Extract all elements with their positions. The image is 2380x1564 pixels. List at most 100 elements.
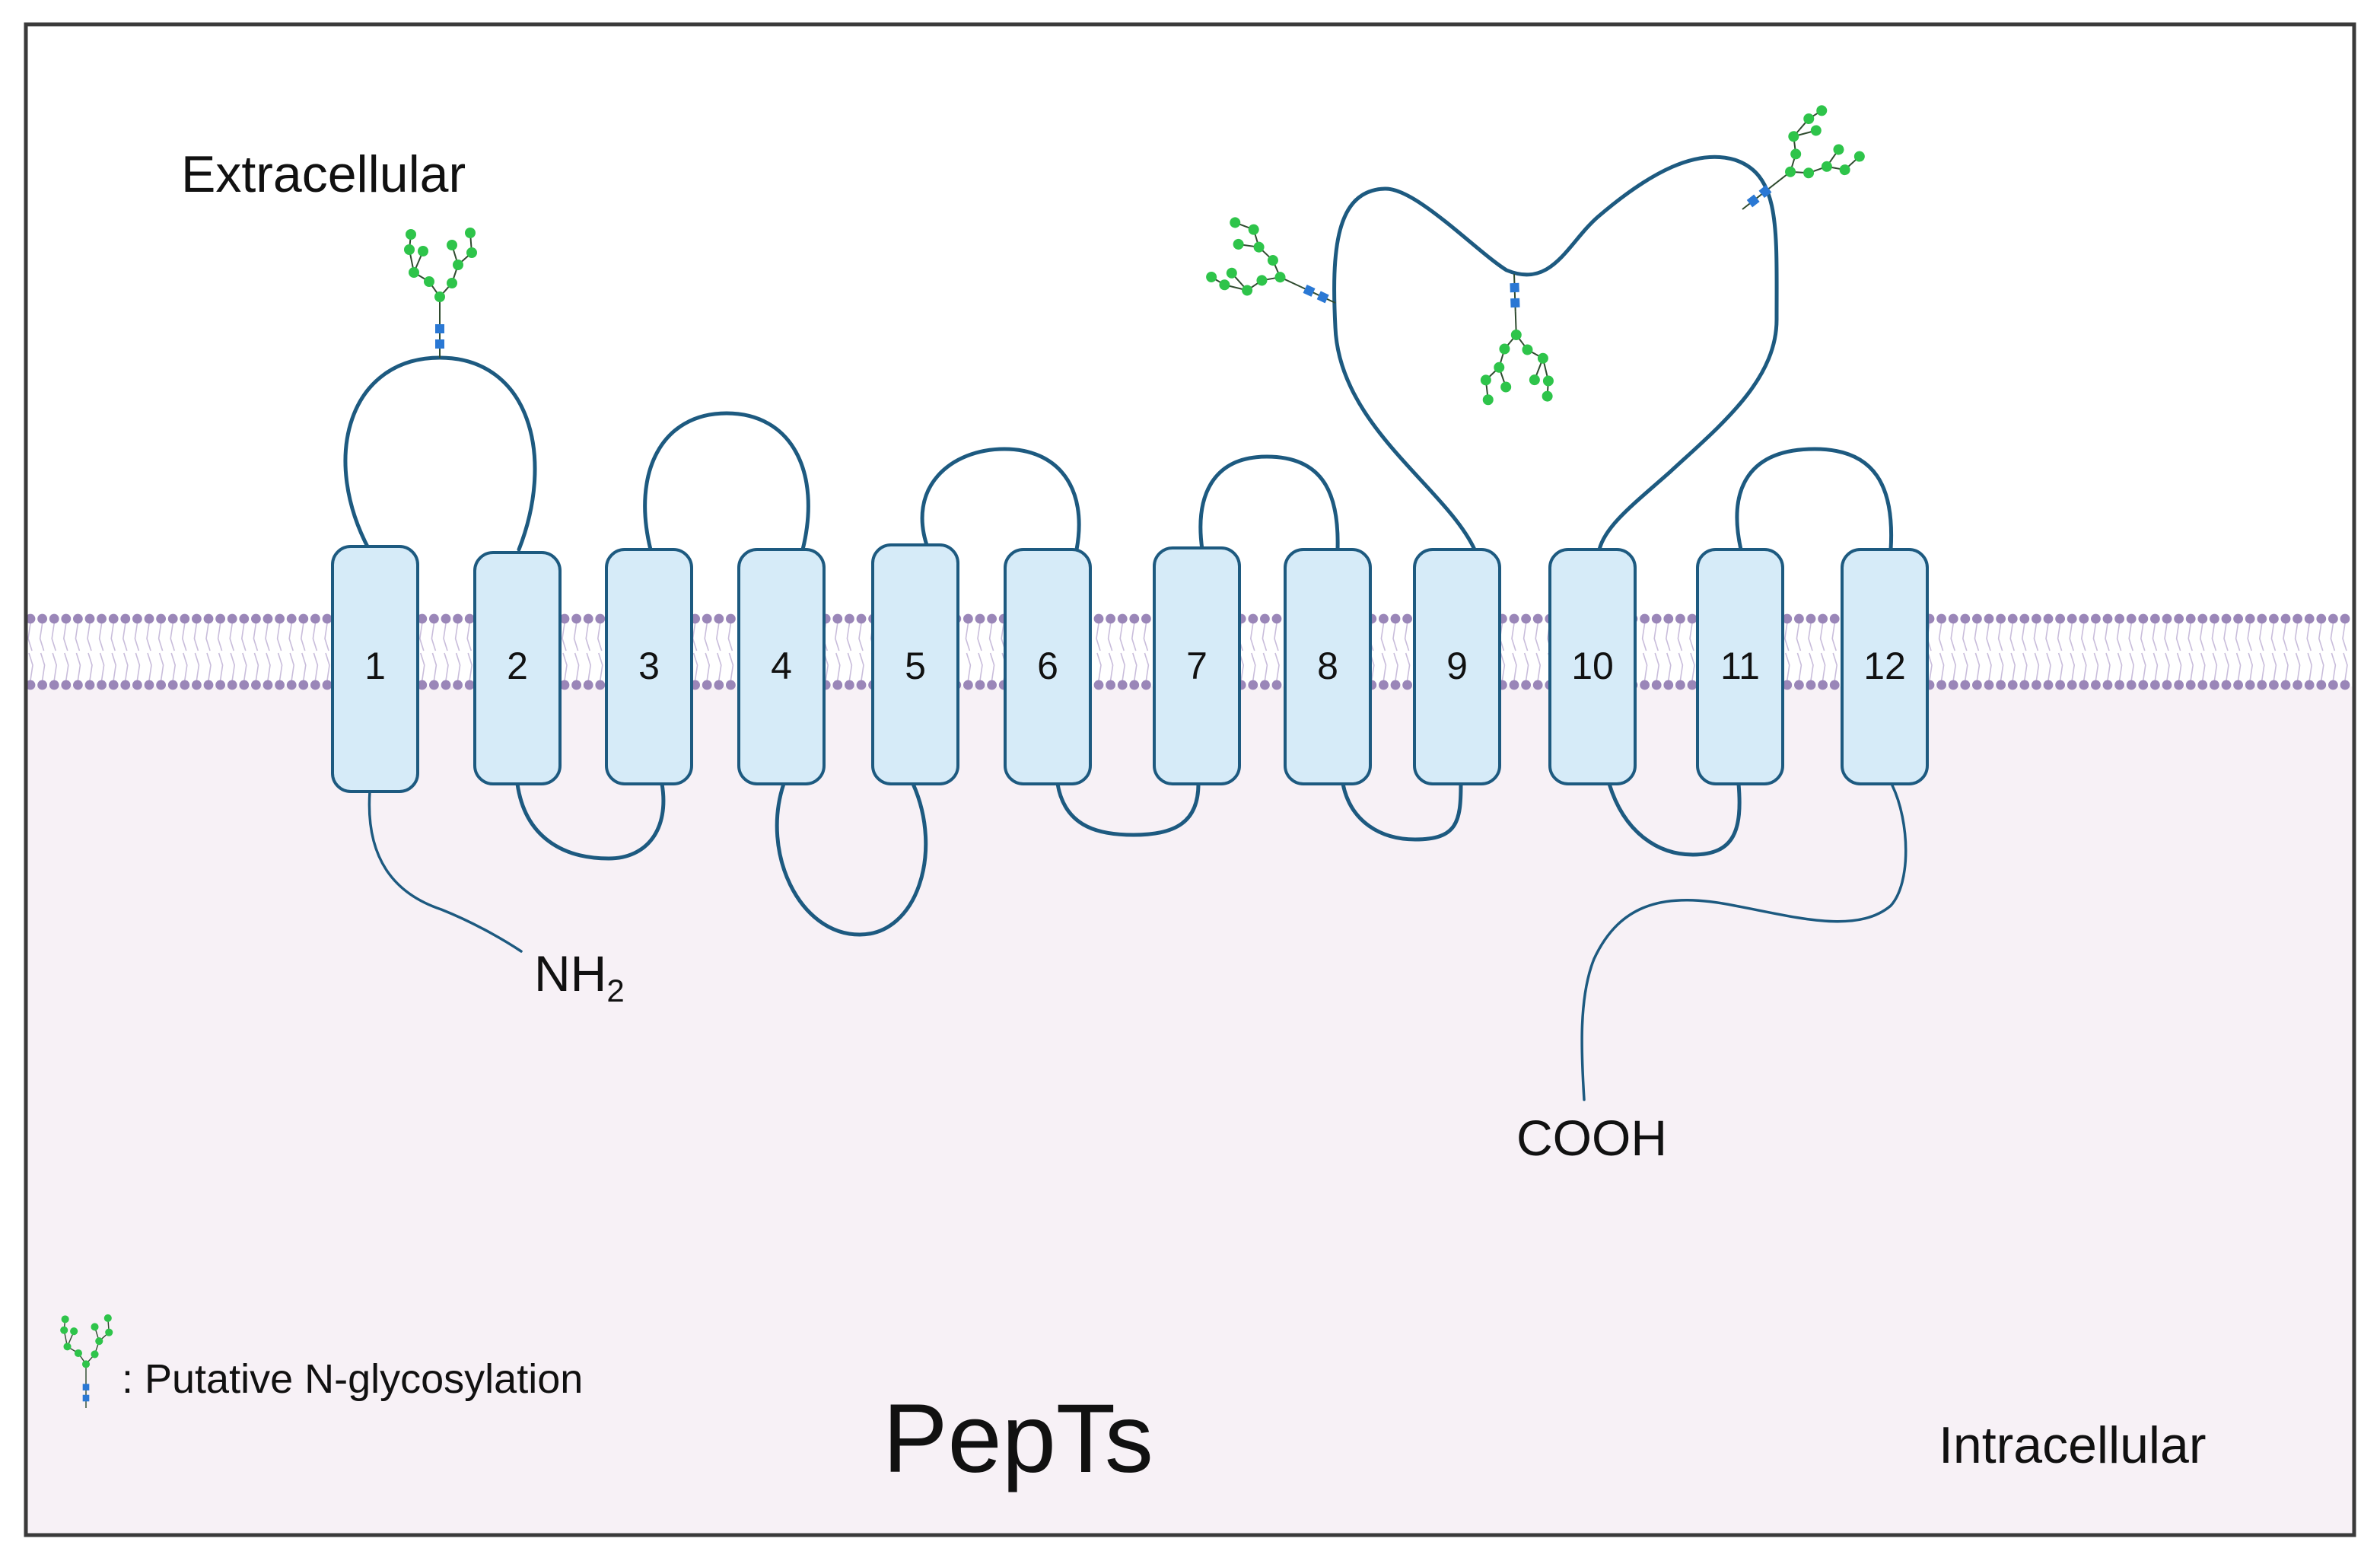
lipid-tail: [2342, 623, 2348, 681]
lipid-head: [2269, 613, 2279, 624]
lipid-tail: [253, 623, 259, 681]
lipid-tail: [2057, 623, 2063, 681]
lipid-head: [239, 613, 250, 624]
c-terminus-label: COOH: [1516, 1110, 1667, 1166]
helix-body: [737, 548, 826, 785]
glcnac-square: [1758, 185, 1772, 199]
mannose-circle: [1790, 148, 1802, 160]
lipid-head: [298, 613, 309, 624]
lipid-tail: [1380, 623, 1387, 681]
lipid-head: [2210, 680, 2219, 690]
lipid-head: [987, 680, 997, 690]
lipid-head: [1379, 680, 1389, 690]
diagram-frame: [24, 22, 2356, 1537]
helix-3: 3: [605, 548, 693, 785]
helix-body: [605, 548, 693, 785]
helix-body: [473, 551, 562, 785]
lipid-head: [702, 613, 712, 624]
lipid-tail: [965, 623, 972, 681]
helix-number: 10: [1571, 645, 1614, 687]
lipid-head: [1117, 613, 1128, 624]
lipid-head: [2221, 613, 2232, 624]
mannose-circle: [70, 1327, 78, 1336]
lipid-tail: [193, 623, 200, 681]
lipid-head: [417, 680, 428, 690]
lipid-tail: [1819, 623, 1826, 681]
lipid-tail: [1962, 623, 1968, 681]
lipid-head: [322, 613, 332, 624]
lipid-head: [227, 680, 237, 690]
lipid-head: [97, 613, 107, 624]
lipid-head: [2067, 613, 2077, 624]
lipid-head: [1379, 613, 1389, 624]
lipid-head: [2245, 613, 2255, 624]
extracellular-loops: [343, 154, 1894, 552]
intracellular-label: Intracellular: [1939, 1416, 2207, 1474]
lipid-head: [2079, 680, 2089, 690]
lipid-tail: [454, 623, 461, 681]
lipid-tail: [240, 623, 247, 681]
helix-body: [1548, 548, 1637, 785]
lipid-tail: [1274, 623, 1280, 681]
lipid-tail: [2021, 623, 2028, 681]
helix-number: 5: [905, 645, 926, 687]
lipid-tail: [229, 623, 236, 681]
lipid-head: [987, 613, 997, 624]
helix-number: 1: [364, 645, 386, 687]
mannose-circle: [1482, 394, 1494, 406]
lipid-tail: [1143, 623, 1150, 681]
lipid-head: [571, 680, 581, 690]
lipid-head: [2257, 680, 2267, 690]
lipid-tail: [146, 623, 152, 681]
lipid-head: [2316, 613, 2327, 624]
glcnac-square: [1303, 284, 1316, 297]
lipid-head: [2162, 680, 2172, 690]
helix-body: [1284, 548, 1372, 785]
lipid-tail: [443, 623, 449, 681]
legend-glycan-icon: [60, 1314, 113, 1408]
lipid-head: [2280, 613, 2291, 624]
lipid-head: [167, 613, 178, 624]
mannose-circle: [91, 1350, 99, 1359]
lipid-tail: [1096, 623, 1102, 681]
mannose-circle: [466, 247, 477, 258]
helix-number: 4: [771, 645, 792, 687]
lipid-head: [2067, 680, 2077, 690]
lipid-tail: [1986, 623, 1992, 681]
lipid-head: [1651, 680, 1662, 690]
mannose-circle: [1529, 374, 1540, 386]
lipid-head: [1782, 613, 1793, 624]
lipid-head: [108, 680, 119, 690]
lipid-head: [845, 680, 854, 690]
lipid-head: [180, 680, 190, 690]
lipid-tail: [265, 623, 271, 681]
lipid-head: [1402, 613, 1412, 624]
glcnac-square: [82, 1394, 90, 1402]
lipid-tail: [727, 623, 734, 681]
lipid-head: [2210, 613, 2219, 624]
lipid-head: [2304, 613, 2315, 624]
lipid-head: [1390, 613, 1401, 624]
lipid-head: [49, 680, 59, 690]
helix-6: 6: [1004, 548, 1092, 785]
lipid-tail: [2294, 623, 2301, 681]
glcnac-square: [1746, 194, 1760, 208]
helix-number: 7: [1186, 645, 1208, 687]
helix-8: 8: [1284, 548, 1372, 785]
lipid-tail: [324, 623, 330, 681]
lipid-head: [595, 680, 606, 690]
lipid-tail: [1831, 623, 1838, 681]
lipid-head: [2174, 680, 2184, 690]
lipid-tail: [2235, 623, 2242, 681]
mannose-circle: [74, 1349, 82, 1358]
glycan-loop-9-10-top: [1480, 273, 1554, 406]
helix-11: 11: [1696, 548, 1784, 785]
lipid-head: [2174, 613, 2184, 624]
lipid-tail: [431, 623, 438, 681]
mannose-circle: [103, 1314, 112, 1322]
n-terminus-subscript: 2: [606, 973, 624, 1008]
lipid-tail: [134, 623, 141, 681]
lipid-head: [1402, 680, 1412, 690]
mannose-circle: [424, 276, 434, 287]
lipid-head: [714, 680, 724, 690]
